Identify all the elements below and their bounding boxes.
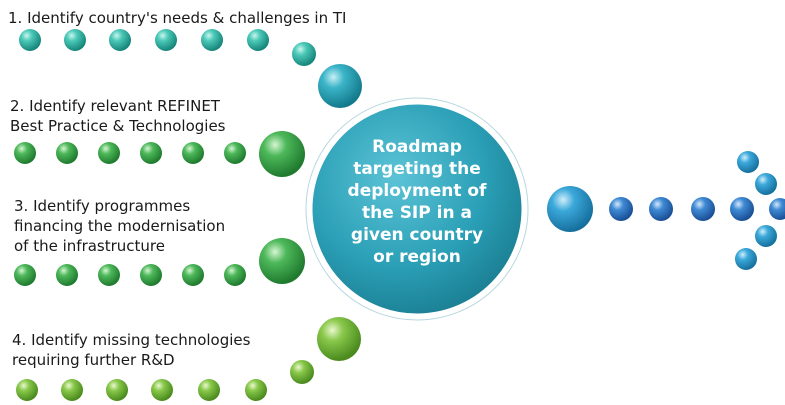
output-dot xyxy=(691,197,715,221)
row-4-connector xyxy=(317,317,361,361)
center-circle-ring xyxy=(305,97,529,321)
arrow-lower-dot xyxy=(755,225,777,247)
row-2-dot xyxy=(224,142,246,164)
center-line-1: Roadmap xyxy=(372,137,462,157)
row-1-dot xyxy=(109,29,131,51)
output-dot xyxy=(730,197,754,221)
row-2-dot xyxy=(14,142,36,164)
row-2-dot xyxy=(56,142,78,164)
row-2-dots xyxy=(14,131,305,177)
row-2-connector xyxy=(259,131,305,177)
step-1-line-1: 1. Identify country's needs & challenges… xyxy=(8,9,347,27)
center-line-4: the SIP in a xyxy=(362,203,472,223)
step-1-label: 1. Identify country's needs & challenges… xyxy=(8,8,346,28)
arrow-upper-dot xyxy=(755,173,777,195)
row-1-dot xyxy=(155,29,177,51)
output-arrow xyxy=(547,151,785,270)
output-arrow-head-ball xyxy=(547,186,593,232)
row-1-dot xyxy=(247,29,269,51)
row-3-dot xyxy=(14,264,36,286)
row-4-dot xyxy=(151,379,173,401)
step-4-line-1: 4. Identify missing technologies xyxy=(12,331,251,349)
row-2-dot xyxy=(182,142,204,164)
step-2-line-2: Best Practice & Technologies xyxy=(10,117,226,135)
row-3-dot xyxy=(182,264,204,286)
output-dot xyxy=(769,198,785,220)
row-4-dot xyxy=(245,379,267,401)
center-line-3: deployment of xyxy=(347,181,487,201)
row-3-connector xyxy=(259,238,305,284)
step-3-line-2: financing the modernisation xyxy=(14,217,226,235)
row-3-dot xyxy=(56,264,78,286)
step-3-line-3: of the infrastructure xyxy=(14,237,165,255)
output-dot xyxy=(609,197,633,221)
step-4-label: 4. Identify missing technologies requiri… xyxy=(12,330,250,370)
arrow-upper-dot xyxy=(737,151,759,173)
step-3-label: 3. Identify programmes financing the mod… xyxy=(14,196,225,256)
center-line-5: given country xyxy=(350,225,484,245)
step-4-line-2: requiring further R&D xyxy=(12,351,175,369)
row-4-dots xyxy=(16,317,361,401)
row-1-dots xyxy=(19,29,362,108)
row-2-dot xyxy=(98,142,120,164)
row-4-dot xyxy=(61,379,83,401)
row-1-dot xyxy=(19,29,41,51)
row-3-dot xyxy=(140,264,162,286)
row-3-dot xyxy=(98,264,120,286)
step-3-line-1: 3. Identify programmes xyxy=(14,197,191,215)
center-circle xyxy=(307,99,527,319)
row-3-dots xyxy=(14,238,305,286)
center-line-6: or region xyxy=(373,247,461,267)
output-dot xyxy=(649,197,673,221)
row-4-dot xyxy=(198,379,220,401)
row-4-dot xyxy=(290,360,314,384)
step-2-label: 2. Identify relevant REFINET Best Practi… xyxy=(10,96,226,136)
center-line-2: targeting the xyxy=(353,159,481,179)
step-2-line-1: 2. Identify relevant REFINET xyxy=(10,97,220,115)
arrow-lower-dot xyxy=(735,248,757,270)
row-4-dot xyxy=(106,379,128,401)
row-3-dot xyxy=(224,264,246,286)
row-4-dot xyxy=(16,379,38,401)
row-1-dot xyxy=(201,29,223,51)
row-2-dot xyxy=(140,142,162,164)
center-title: Roadmap targeting the deployment of the … xyxy=(322,136,512,268)
row-1-connector xyxy=(318,64,362,108)
row-1-dot xyxy=(64,29,86,51)
row-1-dot xyxy=(292,42,316,66)
